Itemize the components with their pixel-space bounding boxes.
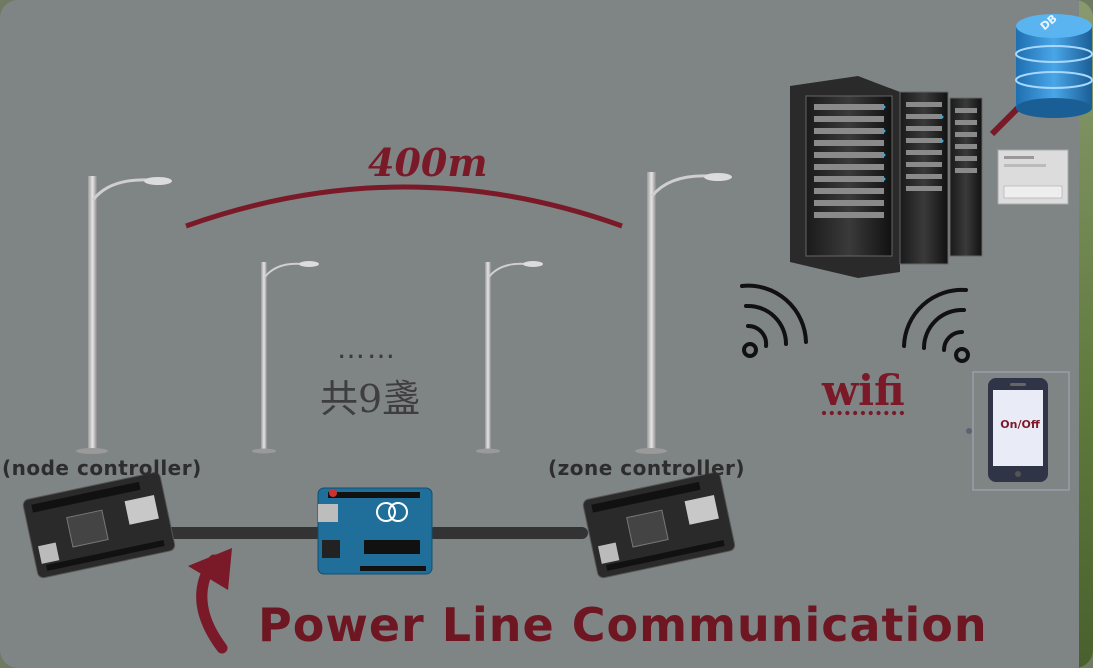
database-icon (989, 14, 1093, 137)
curved-arrow-icon (188, 548, 232, 654)
street-lamp-icon (76, 176, 172, 454)
lamp-count-label: 共9盞 (320, 377, 421, 421)
street-lamp-icon (476, 261, 543, 454)
report-thumbnail (997, 149, 1069, 205)
wifi-label: wifi (822, 366, 905, 415)
background-foliage (1079, 0, 1093, 668)
smartphone-icon (966, 371, 1070, 491)
power-line-label: Power Line Communication (258, 598, 988, 652)
street-lamp-icon (252, 261, 319, 454)
street-lamp-icon (635, 172, 732, 454)
server-rack-icon (790, 76, 983, 278)
ellipsis-label: …… (337, 332, 397, 365)
distance-arc (185, 184, 623, 229)
controller-board-icon (582, 472, 736, 579)
distance-label: 400m (368, 140, 488, 185)
node-controller-label: (node controller) (2, 456, 202, 480)
phone-onoff-button[interactable]: On/Off (1000, 418, 1040, 431)
controller-board-icon (22, 472, 176, 579)
wifi-signal-icon (740, 283, 808, 358)
wifi-signal-icon (902, 287, 970, 363)
arduino-board-icon (317, 487, 433, 575)
zone-controller-label: (zone controller) (548, 456, 746, 480)
